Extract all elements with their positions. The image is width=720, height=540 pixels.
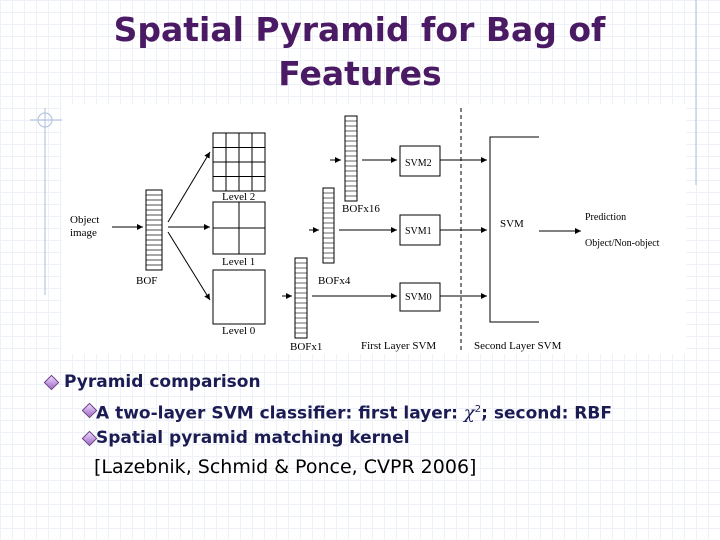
sub1-text-post: ; second: RBF (481, 403, 612, 424)
bullet-list: Pyramid comparison A two-layer SVM class… (43, 368, 704, 452)
svm1-label: SVM1 (405, 226, 432, 237)
final-svm-box (489, 136, 539, 323)
bullet-item-two-layer-svm: A two-layer SVM classifier: first layer:… (44, 396, 704, 424)
diagram-panel (62, 104, 686, 354)
chi-superscript: 2 (474, 404, 482, 415)
bofx1-label: BOFx1 (290, 341, 322, 353)
citation: [Lazebnik, Schmid & Ponce, CVPR 2006] (94, 456, 477, 478)
arrow-bof-to-level0 (167, 231, 211, 301)
level1-grid (212, 201, 266, 255)
first-layer-caption: First Layer SVM (361, 340, 436, 352)
level2-label: Level 2 (222, 191, 255, 203)
chi-symbol: χ (463, 402, 475, 424)
bullet-text: Pyramid comparison (64, 372, 261, 392)
svm2-box (399, 145, 441, 177)
level1-label: Level 1 (222, 256, 255, 268)
level0-grid (212, 269, 266, 325)
final-svm-label: SVM (500, 218, 524, 230)
bullet-text: A two-layer SVM classifier: first layer:… (96, 396, 612, 428)
diamond-bullet-icon (81, 402, 98, 419)
bofx4-histogram (322, 187, 335, 264)
input-label-line-2: image (70, 227, 97, 239)
title-line-2: Features (278, 54, 442, 93)
bof-label: BOF (136, 275, 157, 287)
svm0-box (399, 282, 441, 312)
bullet-item-matching-kernel: Spatial pyramid matching kernel (44, 424, 704, 452)
second-layer-caption: Second Layer SVM (474, 340, 562, 352)
arrow-bof-to-level2 (167, 151, 211, 223)
bofx1-histogram (294, 257, 308, 339)
sub1-text-pre: A two-layer SVM classifier: first layer: (96, 403, 464, 424)
input-label-line-1: Object (70, 214, 99, 226)
bullet-item-pyramid-comparison: Pyramid comparison (43, 368, 704, 396)
bullet-text: Spatial pyramid matching kernel (96, 428, 410, 448)
spatial-pyramid-diagram: Object image BOF Level 2 (30, 0, 697, 354)
level0-label: Level 0 (222, 325, 256, 337)
slide-title: Spatial Pyramid for Bag of Features (0, 8, 720, 96)
diamond-bullet-icon (81, 430, 98, 447)
level2-grid (212, 132, 266, 192)
title-line-1: Spatial Pyramid for Bag of (113, 10, 606, 49)
svm2-label: SVM2 (405, 158, 432, 169)
svm0-label: SVM0 (405, 292, 432, 303)
bofx4-label: BOFx4 (318, 275, 351, 287)
output-classes-label: Object/Non-object (585, 238, 660, 249)
bofx16-histogram (344, 115, 358, 202)
diamond-bullet-icon (43, 374, 60, 391)
bof-histogram (145, 189, 163, 271)
slide-decoration (30, 0, 697, 295)
bofx16-label: BOFx16 (342, 203, 380, 215)
output-label: Prediction (585, 212, 626, 223)
